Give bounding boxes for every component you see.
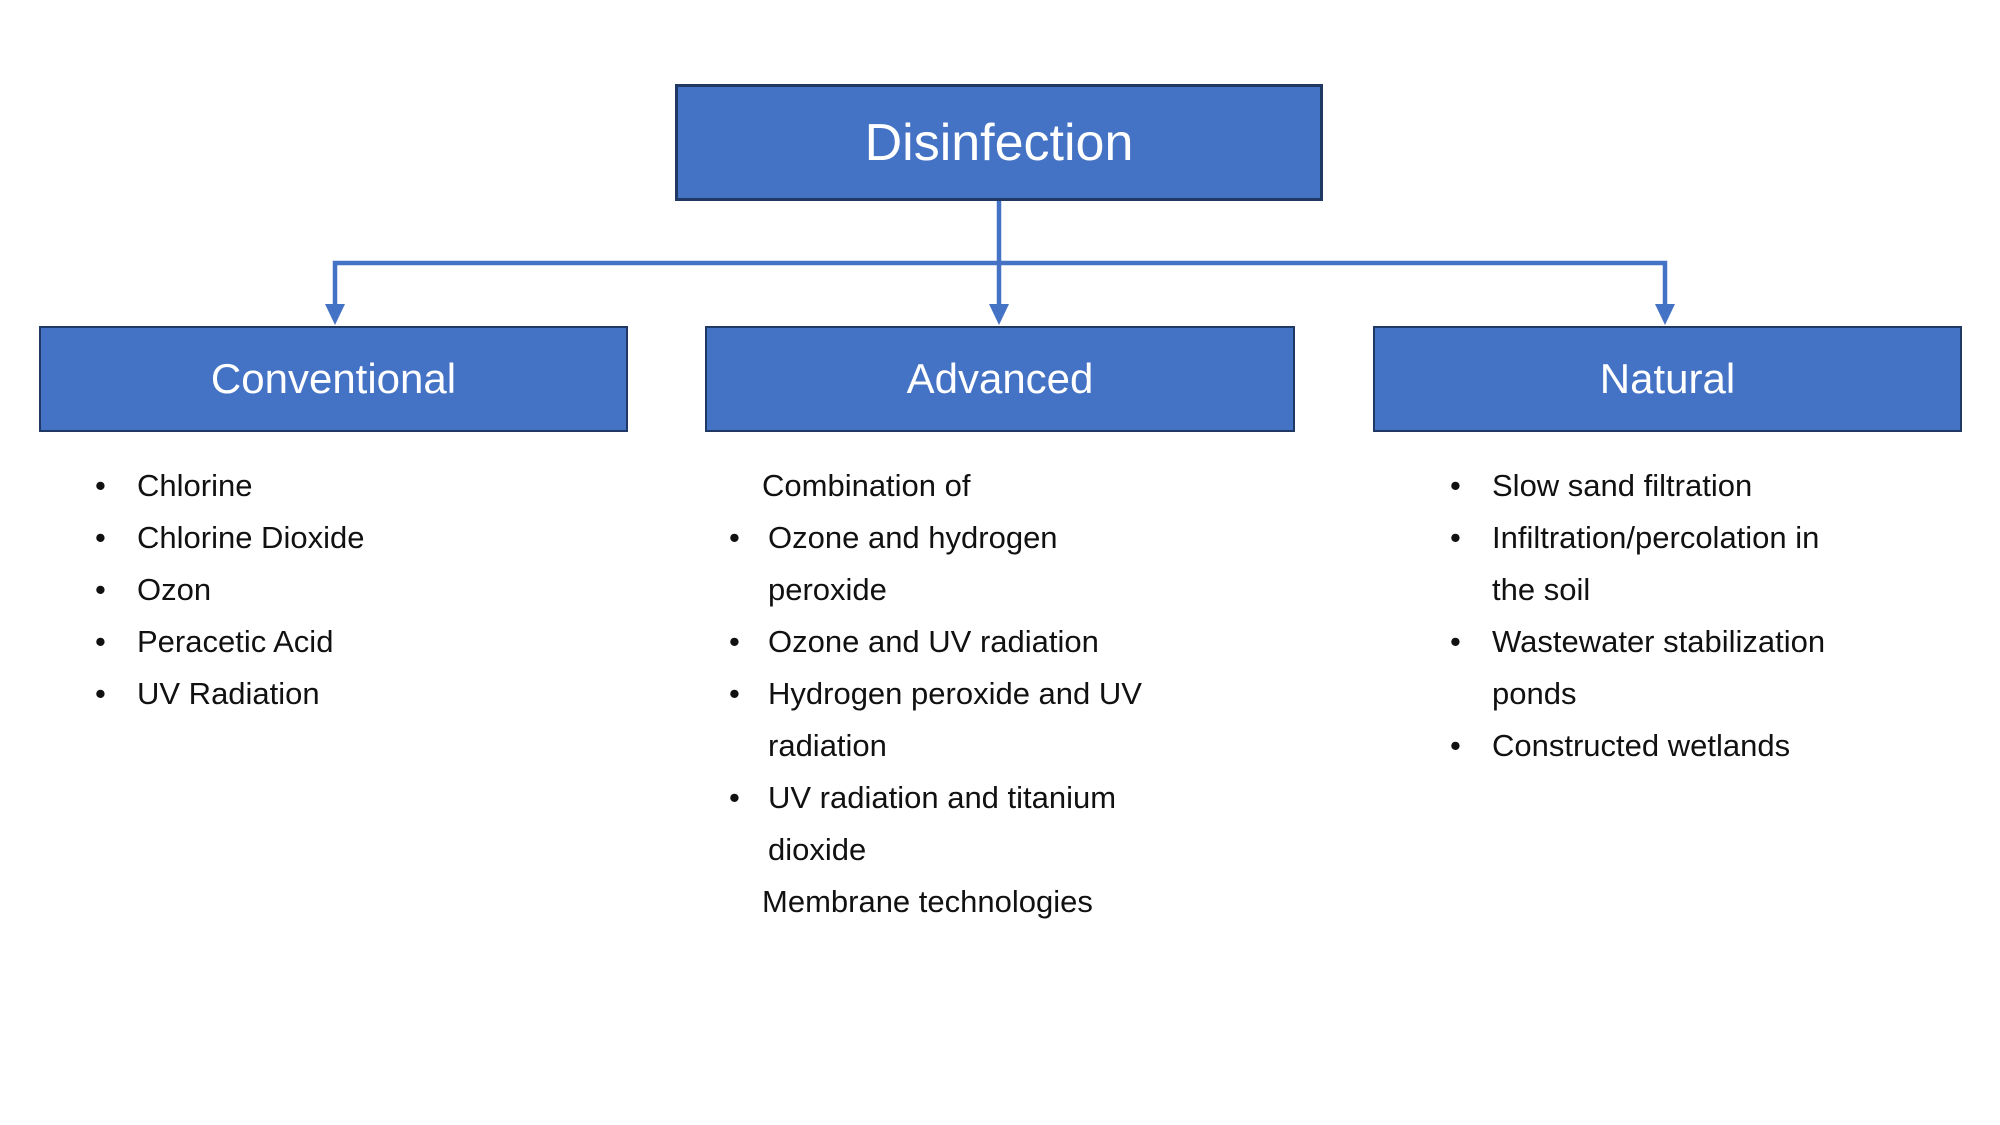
list-item: • Ozon bbox=[85, 564, 585, 616]
list-item-text: Ozon bbox=[137, 572, 212, 607]
list-item-text: Chlorine bbox=[137, 468, 253, 503]
arrowhead-advanced-icon bbox=[989, 304, 1009, 325]
list-item: • UV Radiation bbox=[85, 668, 585, 720]
bullet-icon: • bbox=[729, 624, 740, 659]
list-item-text: Constructed wetlands bbox=[1492, 728, 1791, 763]
node-disinfection: Disinfection bbox=[675, 84, 1323, 201]
list-item-text: Combination of bbox=[762, 468, 971, 503]
bullet-icon: • bbox=[95, 520, 106, 555]
connector-elbow bbox=[332, 260, 1668, 307]
bullet-icon: • bbox=[1450, 728, 1461, 763]
bullet-icon: • bbox=[729, 676, 740, 711]
list-item: • Wastewater stabilization ponds bbox=[1440, 616, 1960, 720]
list-item-text: Membrane technologies bbox=[762, 884, 1093, 919]
list-item: • Peracetic Acid bbox=[85, 616, 585, 668]
bullet-icon: • bbox=[1450, 624, 1461, 659]
bullet-icon: • bbox=[95, 572, 106, 607]
list-item-text: Infiltration/percolation in the soil bbox=[1492, 520, 1820, 607]
bullet-icon: • bbox=[95, 676, 106, 711]
list-item: • Ozone and hydrogen peroxide bbox=[724, 512, 1304, 616]
list-item: • Ozone and UV radiation bbox=[724, 616, 1304, 668]
node-natural: Natural bbox=[1373, 326, 1962, 432]
list-item-text: UV Radiation bbox=[137, 676, 320, 711]
list-item: • Chlorine Dioxide bbox=[85, 512, 585, 564]
bullet-icon: • bbox=[729, 780, 740, 815]
conventional-list: • Chlorine • Chlorine Dioxide • Ozon • P… bbox=[85, 460, 585, 720]
bullet-icon: • bbox=[95, 624, 106, 659]
list-item: • UV radiation and titanium dioxide bbox=[724, 772, 1304, 876]
arrowhead-natural-icon bbox=[1655, 304, 1675, 325]
list-item: • Chlorine bbox=[85, 460, 585, 512]
list-item-text: Slow sand filtration bbox=[1492, 468, 1753, 503]
list-item: • Hydrogen peroxide and UV radiation bbox=[724, 668, 1304, 772]
list-item-text: Chlorine Dioxide bbox=[137, 520, 365, 555]
list-item-text: Ozone and hydrogen peroxide bbox=[768, 520, 1058, 607]
bullet-icon: • bbox=[729, 520, 740, 555]
bullet-icon: • bbox=[1450, 468, 1461, 503]
list-item-text: Ozone and UV radiation bbox=[768, 624, 1099, 659]
node-conventional: Conventional bbox=[39, 326, 628, 432]
list-item: Membrane technologies bbox=[724, 876, 1304, 928]
bullet-icon: • bbox=[1450, 520, 1461, 555]
advanced-list: Combination of • Ozone and hydrogen pero… bbox=[724, 460, 1304, 928]
node-natural-label: Natural bbox=[1599, 355, 1736, 402]
list-item: • Constructed wetlands bbox=[1440, 720, 1960, 772]
list-item: • Infiltration/percolation in the soil bbox=[1440, 512, 1960, 616]
list-item: Combination of bbox=[724, 460, 1304, 512]
arrowhead-conventional-icon bbox=[325, 304, 345, 325]
list-item-text: UV radiation and titanium dioxide bbox=[768, 780, 1117, 867]
node-advanced-label: Advanced bbox=[906, 355, 1094, 402]
list-item-text: Hydrogen peroxide and UV radiation bbox=[768, 676, 1142, 763]
list-item: • Slow sand filtration bbox=[1440, 460, 1960, 512]
bullet-icon: • bbox=[95, 468, 106, 503]
natural-list: • Slow sand filtration • Infiltration/pe… bbox=[1440, 460, 1960, 772]
node-conventional-label: Conventional bbox=[210, 355, 457, 402]
list-item-text: Wastewater stabilization ponds bbox=[1492, 624, 1826, 711]
node-advanced: Advanced bbox=[705, 326, 1295, 432]
node-disinfection-label: Disinfection bbox=[864, 113, 1134, 172]
list-item-text: Peracetic Acid bbox=[137, 624, 334, 659]
